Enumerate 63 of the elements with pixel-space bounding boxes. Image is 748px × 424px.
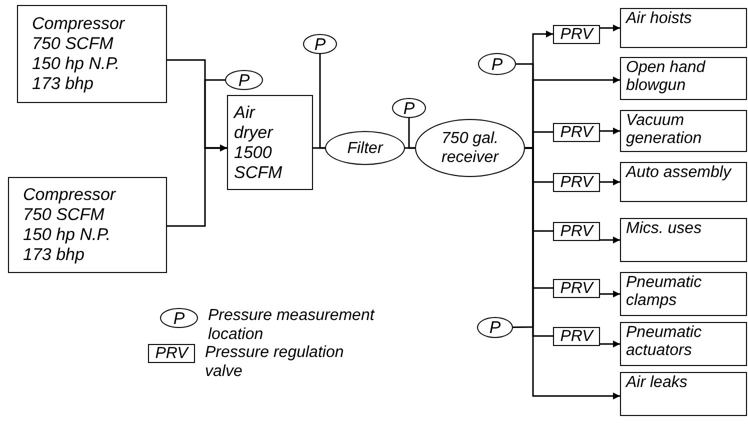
legend-text: Pressure regulation valve — [205, 343, 345, 381]
connector-line — [408, 118, 415, 149]
node-label: Air leaks — [626, 374, 688, 392]
pressure-gauge-oval — [392, 98, 426, 118]
arrow — [167, 144, 227, 227]
end-use-box — [620, 272, 747, 316]
compressor-box — [17, 5, 167, 103]
node-label: Pneumatic actuators — [626, 324, 703, 360]
node-label: PRV — [560, 174, 593, 190]
node-label: PRV — [560, 280, 593, 296]
valve-box — [553, 222, 600, 241]
pressure-gauge-oval — [478, 53, 516, 75]
end-use-box — [620, 162, 747, 202]
node-label: Auto assembly — [626, 164, 731, 182]
end-use-box — [620, 372, 747, 416]
node-label: PRV — [560, 328, 593, 344]
node-label: PRV — [560, 124, 593, 140]
node-label: P — [491, 56, 503, 72]
node-label: P — [403, 100, 415, 116]
node-label: Air hoists — [626, 10, 692, 28]
dryer-box — [227, 95, 313, 190]
arrow — [600, 178, 620, 186]
connector-line — [512, 147, 534, 328]
connector-line — [319, 54, 325, 149]
node-label: PRV — [560, 224, 593, 240]
node-label: Mics. uses — [626, 220, 702, 238]
node-label: 750 gal. receiver — [440, 129, 500, 167]
node-label: Air dryer 1500 SCFM — [234, 102, 284, 182]
valve-box — [553, 327, 600, 346]
arrow — [600, 340, 620, 348]
pressure-gauge-oval — [225, 70, 263, 90]
node-label: P — [314, 36, 326, 52]
connector-line — [204, 79, 227, 149]
node-label: P — [238, 72, 250, 88]
end-use-box — [620, 322, 747, 366]
end-use-box — [620, 57, 747, 100]
node-label: Vacuum generation — [626, 112, 703, 148]
valve-box — [553, 279, 600, 298]
node-label: Compressor 750 SCFM 150 hp N.P. 173 bhp — [23, 185, 117, 265]
arrow — [600, 236, 620, 244]
pressure-gauge-oval — [477, 317, 513, 338]
end-use-box — [620, 8, 747, 48]
pressure-gauge-oval — [303, 34, 337, 54]
node-label: Open hand blowgun — [626, 59, 706, 95]
node-label: P — [489, 319, 501, 336]
process-oval — [325, 131, 405, 165]
node-label: Compressor 750 SCFM 150 hp N.P. 173 bhp — [32, 14, 126, 94]
valve-box — [553, 25, 600, 44]
node-label: Filter — [347, 138, 383, 158]
connector-line — [516, 63, 534, 149]
valve-box — [553, 173, 600, 192]
legend-text: Pressure measurement location — [208, 306, 376, 344]
arrow — [600, 128, 620, 134]
arrow — [600, 24, 620, 32]
compressor-box — [8, 177, 167, 273]
node-label: PRV — [560, 26, 593, 42]
legend-valve-symbol: PRV — [148, 344, 195, 363]
valve-box — [553, 123, 600, 142]
end-use-box — [620, 218, 747, 262]
end-use-box — [620, 110, 747, 152]
node-label: Pneumatic clamps — [626, 274, 703, 310]
legend-gauge-symbol: P — [160, 308, 198, 328]
arrow — [600, 290, 620, 298]
